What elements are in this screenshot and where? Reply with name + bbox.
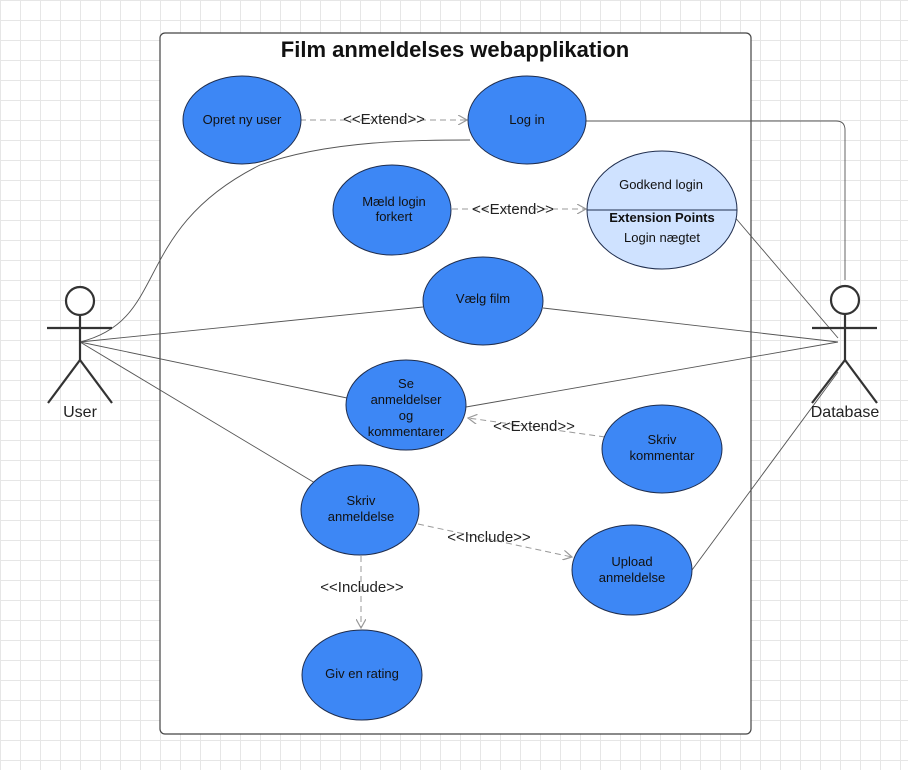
assoc-login-database xyxy=(586,120,846,280)
include-label: <<Include>> xyxy=(447,529,531,546)
include-anmeldelse-upload xyxy=(417,523,572,557)
use-case-label: Upload xyxy=(611,554,652,569)
use-case-skriv-kommentar[interactable] xyxy=(601,404,723,494)
use-case-label: Mæld login xyxy=(362,194,426,209)
use-case-label: Godkend login xyxy=(619,177,703,192)
extend-label: <<Extend>> xyxy=(343,111,425,128)
system-title: Film anmeldelses webapplikation xyxy=(281,37,629,62)
use-case-opret-ny-user[interactable] xyxy=(182,75,302,165)
user-actor-icon[interactable] xyxy=(47,285,113,404)
actor-label-user: User xyxy=(63,404,97,421)
use-case-label: anmeldelse xyxy=(328,509,395,524)
use-case-label: og xyxy=(399,408,413,423)
extend-label: <<Extend>> xyxy=(472,201,554,218)
assoc-user-vaelg xyxy=(79,306,424,343)
use-case-label: kommentarer xyxy=(368,424,445,439)
actor-label-database: Database xyxy=(811,404,880,421)
use-case-label: forkert xyxy=(376,209,413,224)
extend-label: <<Extend>> xyxy=(493,418,575,435)
use-case-label: Skriv xyxy=(648,432,677,447)
assoc-user-login xyxy=(79,139,471,343)
include-label: <<Include>> xyxy=(320,579,404,596)
use-case-label: Se xyxy=(398,376,414,391)
assoc-se-database xyxy=(465,341,839,408)
use-case-giv-rating[interactable] xyxy=(301,629,423,721)
use-case-label: anmeldelse xyxy=(599,570,666,585)
use-case-se-anmeldelser[interactable] xyxy=(345,359,467,451)
use-case-label: Giv en rating xyxy=(325,666,399,681)
use-case-label: Skriv xyxy=(347,493,376,508)
use-case-label: Opret ny user xyxy=(203,112,282,127)
use-case-label: kommentar xyxy=(629,448,695,463)
extension-point: Login nægtet xyxy=(624,230,700,245)
use-case-vaelg-film[interactable] xyxy=(422,256,544,346)
assoc-upload-database xyxy=(691,371,839,571)
use-case-label: Vælg film xyxy=(456,291,510,306)
assoc-vaelg-database xyxy=(542,307,839,343)
assoc-user-se xyxy=(79,341,348,399)
assoc-user-anmeldelse xyxy=(79,341,316,484)
use-case-skriv-anmeldelse[interactable] xyxy=(300,464,420,556)
database-actor-icon[interactable] xyxy=(811,284,878,404)
use-case-label: anmeldelser xyxy=(371,392,442,407)
extension-points-header: Extension Points xyxy=(609,210,714,225)
assoc-godkend-database xyxy=(732,214,839,339)
use-case-maeld-login-forkert[interactable] xyxy=(332,164,452,256)
use-case-log-in[interactable] xyxy=(467,75,587,165)
use-case-label: Log in xyxy=(509,112,544,127)
associations xyxy=(79,120,846,571)
extend-kommentar-se xyxy=(468,418,606,438)
use-case-upload-anmeldelse[interactable] xyxy=(571,524,693,616)
